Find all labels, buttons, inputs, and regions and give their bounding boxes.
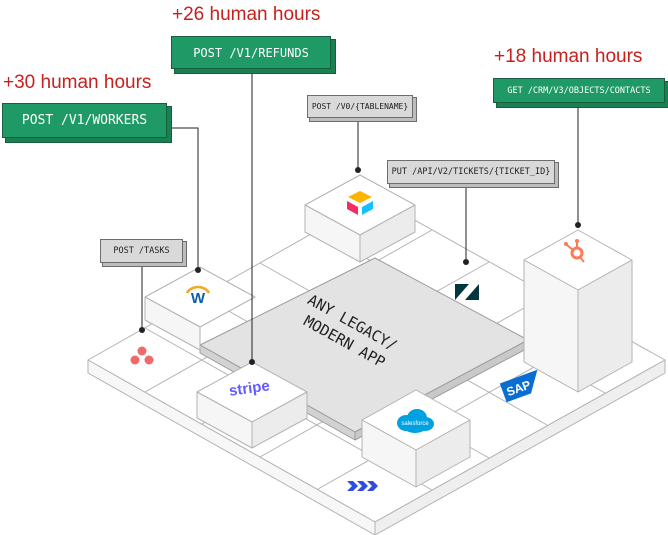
refunds-hours-label: +26 human hours xyxy=(172,4,321,25)
refunds-endpoint-tag: POST /V1/REFUNDS xyxy=(171,36,331,69)
platform-right-side xyxy=(374,359,666,535)
svg-text:W: W xyxy=(191,290,206,307)
stripe-block xyxy=(196,361,308,449)
contacts-endpoint-tag: GET /CRM/V3/OBJECTS/CONTACTS xyxy=(493,78,665,103)
salesforce-icon: salesforce xyxy=(397,409,434,433)
contacts-hours-label: +18 human hours xyxy=(494,46,643,67)
connector-lines xyxy=(141,69,579,362)
tablename-endpoint-tag: POST /V0/{TABLENAME} xyxy=(307,95,413,118)
zendesk-icon xyxy=(455,284,479,300)
workday-icon: W xyxy=(185,285,211,307)
asana-icon xyxy=(130,346,154,365)
connector-workers xyxy=(165,127,199,270)
stripe-icon: stripe xyxy=(228,377,271,400)
svg-text:salesforce: salesforce xyxy=(401,421,429,427)
hubspot-block xyxy=(523,229,633,393)
workers-endpoint-tag: POST /V1/WORKERS xyxy=(2,103,167,138)
sap-icon: SAP xyxy=(499,369,538,403)
hubspot-icon xyxy=(564,239,585,263)
tasks-endpoint-tag: POST /TASKS xyxy=(100,239,183,263)
workers-hours-label: +30 human hours xyxy=(3,72,152,93)
workday-block xyxy=(144,266,256,351)
connector-dots xyxy=(139,167,581,365)
tickets-endpoint-tag: PUT /API/V2/TICKETS/{TICKET_ID} xyxy=(387,160,555,184)
platform-left-side xyxy=(87,359,376,535)
airtable-icon xyxy=(347,191,373,215)
chevrons-icon xyxy=(347,481,378,491)
airtable-block xyxy=(304,174,416,263)
